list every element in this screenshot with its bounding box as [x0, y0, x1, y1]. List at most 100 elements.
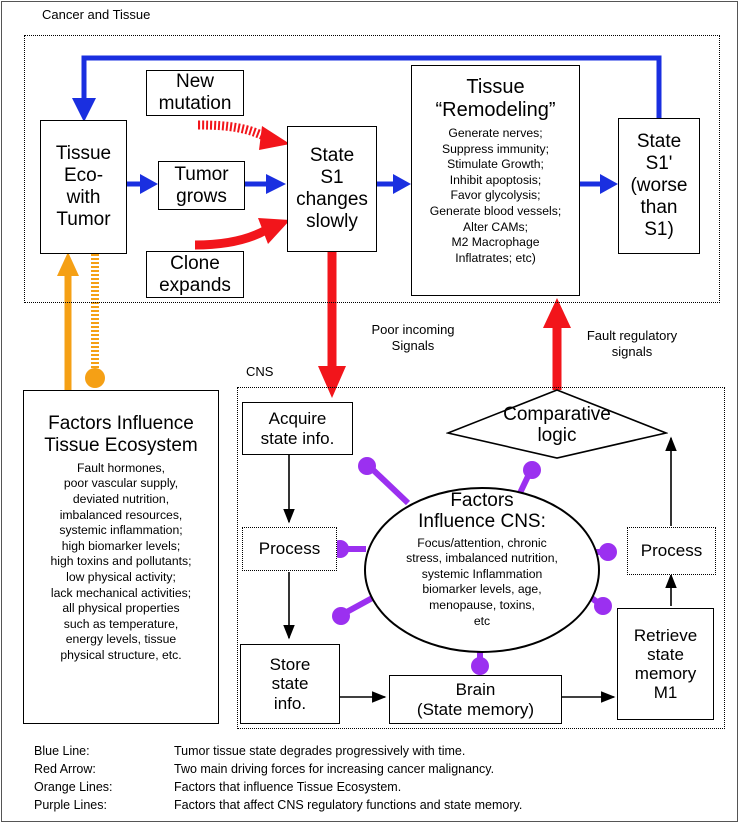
comparative-logic-text: Comparative logic [446, 404, 668, 447]
comparative-logic-diamond [446, 389, 668, 459]
node-line: Tumor [56, 208, 111, 230]
blue-arrow-eco-to-tumor [127, 174, 158, 194]
remodel-item: Alter CAMs; [462, 219, 528, 234]
legend-key: Orange Lines: [34, 780, 113, 794]
node-title-line: Influence CNS: [418, 511, 546, 533]
cns-factor-item: systemic Inflammation [421, 566, 543, 581]
node-line: changes [296, 189, 368, 210]
cns-factor-item: menopause, toxins, [429, 597, 535, 612]
cns-factor-item: Focus/attention, chronic [417, 535, 547, 550]
node-line: Brain [455, 680, 496, 700]
node-line: S1) [644, 218, 674, 240]
node-line: state [647, 644, 684, 664]
cns-flow-arrows [283, 436, 677, 703]
tissue-remodeling-node: Tissue “Remodeling” Generate nerves; Sup… [411, 65, 580, 296]
region-label-cancer-tissue: Cancer and Tissue [42, 7, 151, 22]
node-line: Clone [170, 252, 220, 274]
node-line: logic [537, 425, 577, 447]
factor-item: low physical activity; [66, 569, 176, 584]
purple-dot [523, 461, 541, 479]
brain-node: Brain (State memory) [389, 675, 562, 724]
node-line: M1 [653, 683, 678, 703]
node-line: State [636, 131, 682, 153]
node-line: Retrieve [633, 625, 698, 645]
node-line: state info. [260, 428, 335, 448]
edge-label-fault-signals: Fault regulatory signals [572, 328, 692, 361]
purple-dot [471, 657, 489, 675]
state-s1-prime-node: State S1' (worse than S1) [618, 118, 700, 254]
cns-factor-item: etc [473, 613, 491, 628]
legend-value: Factors that affect CNS regulatory funct… [174, 798, 523, 812]
node-line: slowly [306, 210, 358, 232]
node-line: (State memory) [416, 699, 535, 719]
purple-dots [331, 457, 617, 675]
purple-dot [358, 457, 376, 475]
tumor-grows-node: Tumor grows [158, 161, 245, 210]
factor-item: lack mechanical activities; [50, 585, 192, 600]
factor-item: deviated nutrition, [72, 491, 170, 506]
process-left-node: Process [242, 527, 337, 571]
remodel-item: Favor glycolysis; [450, 188, 541, 203]
node-title-line: Tissue [466, 76, 525, 98]
node-line: (worse [630, 175, 688, 197]
cns-factor-item: biomarker levels, age, [422, 582, 542, 597]
factor-item: energy levels, tissue [65, 632, 177, 647]
node-title-line: Factors [450, 490, 514, 511]
edge-label-line: Signals [391, 338, 435, 354]
remodel-item: Suppress immunity; [441, 141, 549, 156]
factor-item: imbalanced resources, [59, 507, 183, 522]
purple-spoke [366, 463, 411, 506]
factor-item: all physical properties [62, 601, 180, 616]
node-line: New [175, 71, 214, 93]
state-s1-node: State S1 changes slowly [287, 126, 377, 252]
legend-value: Two main driving forces for increasing c… [174, 762, 495, 776]
red-hatched-arrow-mutation [197, 120, 290, 150]
node-line: Eco- [63, 165, 104, 187]
node-title-line: Factors Influence [48, 413, 194, 434]
node-line: grows [176, 185, 227, 207]
legend-key: Red Arrow: [34, 762, 96, 776]
node-line: Tissue [55, 143, 112, 165]
region-cancer-tissue [24, 35, 720, 303]
remodel-item: Inflatrates; etc) [455, 250, 536, 265]
blue-return-loop [72, 55, 662, 122]
node-title-line: “Remodeling” [435, 99, 556, 121]
region-cns [237, 387, 725, 729]
node-line: Acquire [268, 409, 327, 429]
red-curved-arrow-clone [194, 218, 290, 250]
purple-dot [599, 543, 617, 561]
node-title-line: Tissue Ecosystem [44, 434, 198, 456]
node-line: info. [273, 693, 307, 713]
legend-key: Purple Lines: [34, 798, 107, 812]
remodel-item: Generate nerves; [448, 126, 543, 140]
red-arrow-comparative-to-remodel [543, 298, 571, 390]
factor-item: high biomarker levels; [61, 538, 181, 553]
remodel-item: M2 Macrophage [451, 235, 540, 250]
purple-spoke [341, 593, 378, 617]
region-label-cns: CNS [246, 364, 274, 379]
retrieve-memory-node: Retrieve state memory M1 [617, 608, 714, 720]
factor-item: physical structure, etc. [60, 648, 182, 662]
remodel-item: Inhibit apoptosis; [449, 172, 542, 187]
edge-label-line: Poor incoming [371, 322, 455, 337]
node-line: with [66, 187, 101, 208]
factor-item: poor vascular supply, [63, 476, 179, 491]
acquire-state-node: Acquire state info. [242, 402, 353, 455]
node-line: S1 [320, 167, 344, 189]
node-line: mutation [158, 93, 232, 114]
tissue-eco-node: Tissue Eco- with Tumor [40, 120, 127, 254]
new-mutation-node: New mutation [146, 70, 244, 116]
blue-arrow-s1-to-remodel [377, 174, 411, 194]
process-right-node: Process [627, 527, 716, 575]
node-line: Tumor [174, 163, 229, 185]
remodel-item: Stimulate Growth; [447, 157, 544, 172]
node-line: than [640, 196, 678, 218]
orange-solid-arrow [57, 252, 79, 390]
purple-dot [332, 607, 350, 625]
node-line: State [309, 145, 355, 167]
node-line: memory [634, 664, 697, 683]
legend-value: Tumor tissue state degrades progressivel… [174, 744, 466, 758]
factors-cns-text: Factors Influence CNS: Focus/attention, … [372, 490, 592, 629]
node-line: state [271, 674, 309, 694]
